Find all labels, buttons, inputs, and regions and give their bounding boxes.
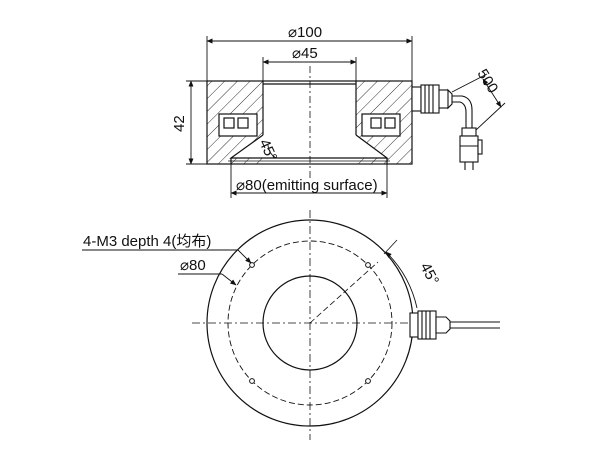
plan-view	[192, 210, 428, 440]
dim-inner-diameter: ⌀45	[292, 45, 318, 62]
thread-note: 4-M3 depth 4(均布)	[83, 233, 211, 250]
housing-outline	[206, 80, 413, 165]
dim-plan-angle: 45°	[416, 260, 442, 288]
plan-leaders	[82, 249, 252, 286]
dim-outer-diameter: ⌀100	[288, 24, 322, 41]
dim-cable-length: 500	[474, 66, 502, 96]
mounting-hole	[249, 378, 255, 384]
mounting-hole	[249, 262, 255, 268]
dim-hole-circle: ⌀80	[180, 257, 206, 274]
mounting-hole	[365, 378, 371, 384]
side-connector	[411, 84, 483, 170]
dim-emitting-surface: ⌀80(emitting surface)	[236, 177, 378, 194]
plan-connector	[409, 310, 500, 340]
section-dimensions	[186, 36, 506, 198]
mounting-hole	[365, 262, 371, 268]
dim-height: 42	[171, 115, 188, 132]
mounting-holes	[249, 262, 371, 384]
section-view	[206, 66, 413, 180]
